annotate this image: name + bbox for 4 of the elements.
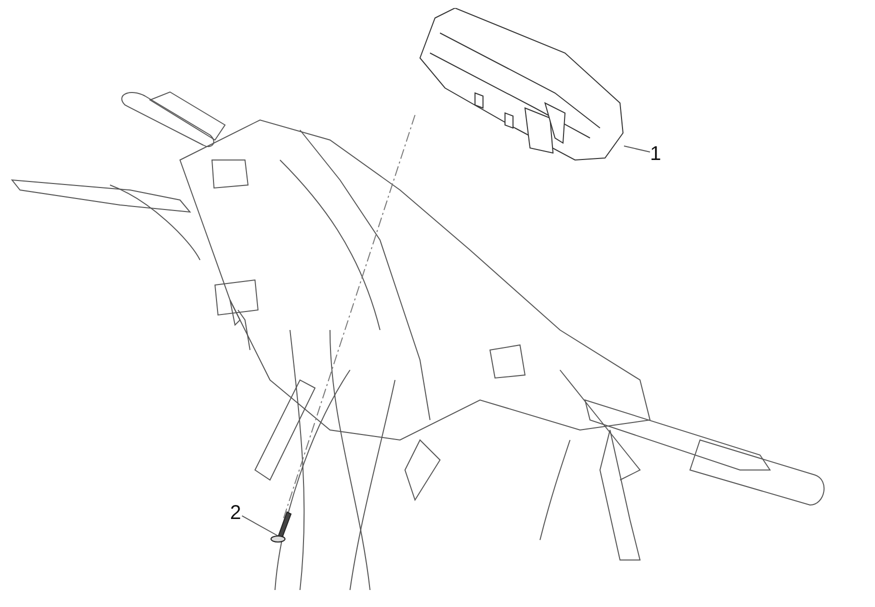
callout-number: 2 (230, 503, 242, 525)
leader-line (242, 515, 280, 538)
leader-line (624, 146, 650, 153)
callout-number: 1 (650, 144, 662, 166)
